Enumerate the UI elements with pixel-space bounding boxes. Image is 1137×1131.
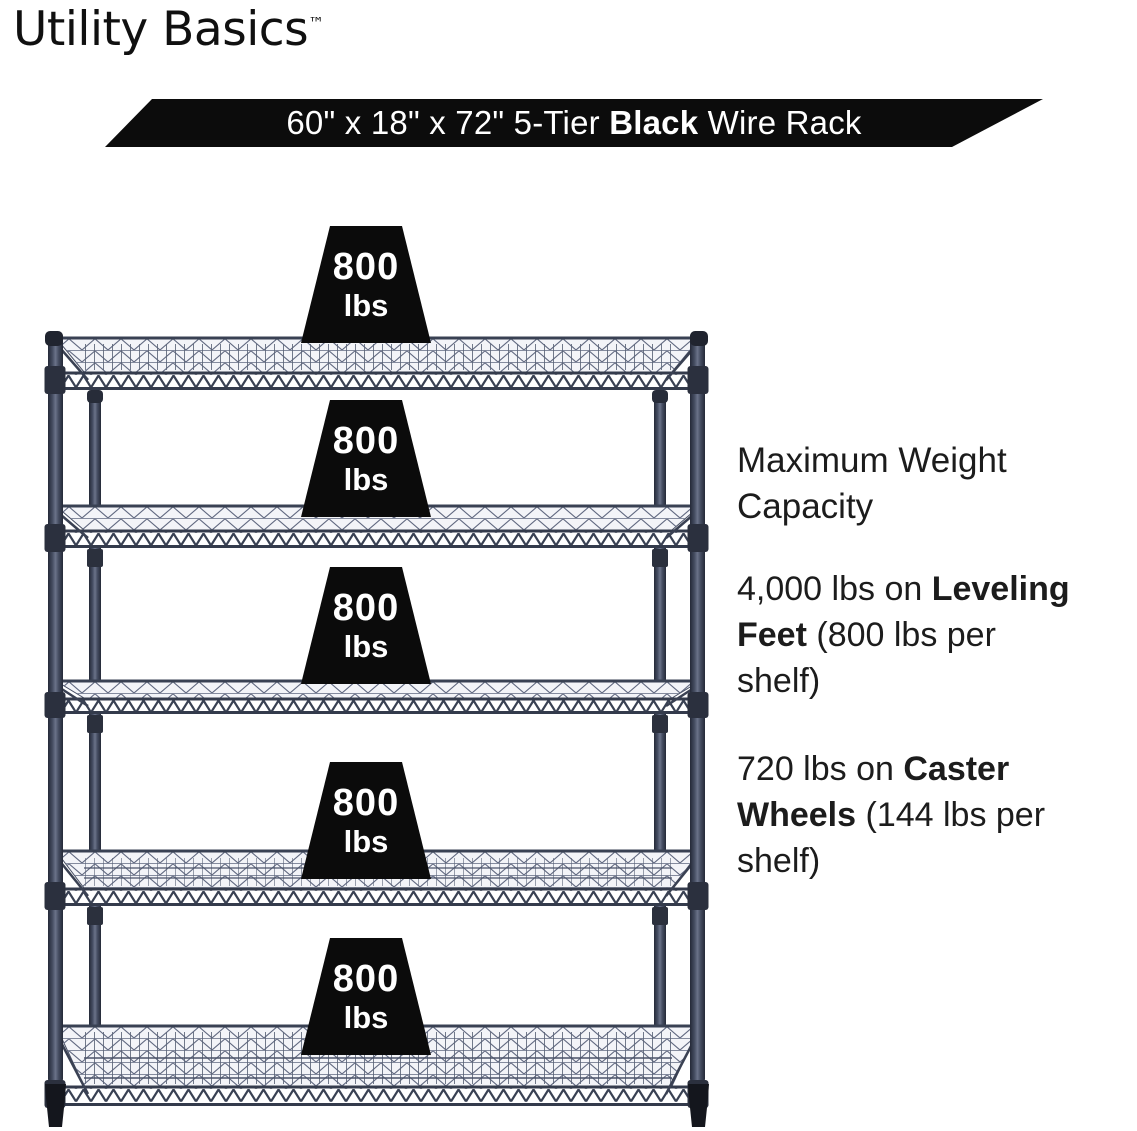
rack-shelf-3 bbox=[46, 679, 707, 714]
badge-value: 800 bbox=[332, 419, 400, 462]
info-heading-line2: Capacity bbox=[737, 487, 874, 526]
product-title-banner: 60" x 18" x 72" 5-Tier Black Wire Rack bbox=[105, 99, 1043, 147]
badge-unit: lbs bbox=[343, 999, 389, 1035]
leveling-text: (800 lbs per bbox=[806, 616, 996, 654]
badge-unit: lbs bbox=[343, 628, 389, 664]
rack-outer-posts bbox=[44, 331, 709, 1127]
caster-text: (144 lbs per bbox=[856, 796, 1046, 834]
brand-logo: Utility Basics™ bbox=[13, 2, 324, 57]
info-heading-line1: Maximum Weight bbox=[737, 441, 1007, 480]
leveling-foot bbox=[45, 1084, 66, 1127]
rack-inner-posts bbox=[87, 390, 668, 1085]
badge-value: 800 bbox=[332, 781, 400, 824]
weight-capacity-badge-4: 800 lbs bbox=[301, 762, 431, 879]
banner-text-pre: 60" x 18" x 72" 5-Tier bbox=[286, 104, 610, 141]
caster-text: 720 lbs on bbox=[737, 750, 904, 788]
rack-shelf-2 bbox=[46, 504, 707, 548]
badge-unit: lbs bbox=[343, 461, 389, 497]
leveling-text: 4,000 lbs on bbox=[737, 570, 932, 608]
post-cap bbox=[45, 331, 63, 346]
leveling-bold: Feet bbox=[737, 616, 807, 654]
post-cap bbox=[690, 331, 708, 346]
leveling-bold: Leveling bbox=[931, 570, 1070, 608]
caster-text: shelf) bbox=[737, 842, 821, 880]
brand-name: Utility Basics bbox=[13, 2, 309, 57]
badge-unit: lbs bbox=[343, 287, 389, 323]
banner-text-highlight: Black bbox=[609, 104, 699, 141]
rack-shelf-1 bbox=[46, 336, 707, 390]
leveling-foot bbox=[688, 1084, 709, 1127]
badge-value: 800 bbox=[332, 586, 400, 629]
badge-value: 800 bbox=[332, 245, 400, 288]
badge-value: 800 bbox=[332, 957, 400, 1000]
banner-text-post: Wire Rack bbox=[698, 104, 862, 141]
weight-capacity-badge-1: 800 lbs bbox=[301, 226, 431, 343]
trademark-symbol: ™ bbox=[308, 13, 325, 33]
badge-unit: lbs bbox=[343, 823, 389, 859]
caster-bold: Wheels bbox=[737, 796, 857, 834]
caster-bold: Caster bbox=[903, 750, 1010, 788]
leveling-text: shelf) bbox=[737, 662, 821, 700]
